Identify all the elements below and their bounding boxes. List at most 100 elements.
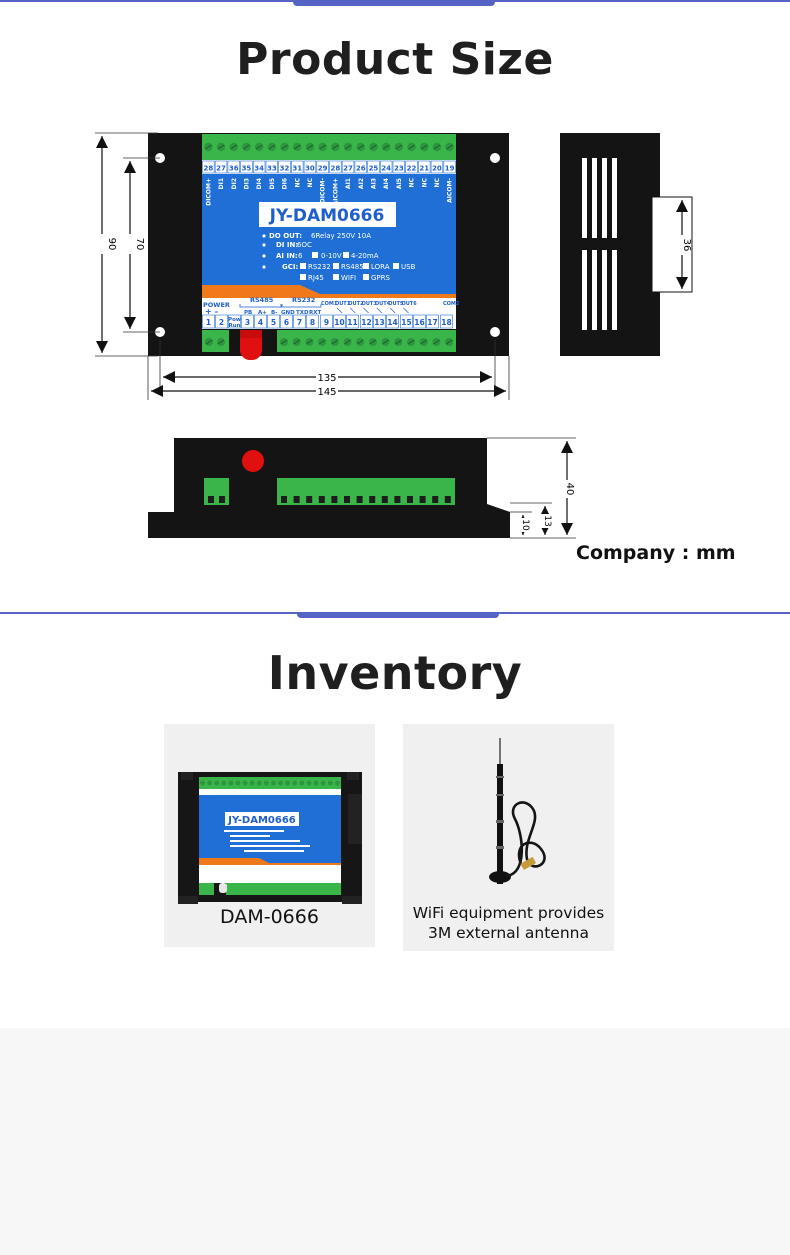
out-label: OUT4 — [375, 301, 391, 307]
antenna-photo — [489, 738, 546, 884]
bottom-view-terminal-power — [204, 478, 229, 505]
top-signal-label: AICOM- — [447, 177, 454, 202]
top-pin-number: 36 — [229, 165, 239, 173]
top-pin-number: 20 — [432, 165, 442, 173]
com2-label: COM2 — [443, 301, 460, 307]
orange-stripe — [202, 285, 456, 298]
device-caption: DAM-0666 — [220, 906, 319, 928]
power-label: POWER — [203, 301, 230, 309]
bottom-pin-number: 3 — [245, 318, 250, 327]
base-flange — [148, 512, 510, 538]
top-pin-number: 28 — [330, 165, 340, 173]
dim-depth-base: 13 — [542, 515, 552, 526]
bottom-pin-number: 6 — [284, 318, 289, 327]
bottom-view-antenna — [242, 450, 264, 472]
device-photo: JY-DAM0666 — [178, 772, 362, 904]
top-signal-label: DICOM+ — [205, 178, 212, 206]
bottom-terminal-main — [277, 330, 456, 352]
gci-option: USB — [401, 263, 416, 271]
antenna-rod — [497, 764, 503, 884]
antenna-caption: WiFi equipment provides 3M external ante… — [403, 903, 614, 943]
top-terminal-screws — [204, 142, 454, 152]
bottom-pin-number: 12 — [361, 318, 371, 327]
blue-panel — [202, 174, 456, 298]
rs485-label: RS485 — [250, 296, 274, 304]
top-pin-number: 27 — [216, 165, 226, 173]
top-signal-label: NC — [421, 177, 428, 187]
rs232-label: RS232 — [292, 296, 315, 304]
power-sign: + – — [205, 307, 219, 316]
bottom-pin-number: Run — [228, 323, 240, 329]
top-pin-strip — [202, 160, 456, 174]
bottom-pin-number: 10 — [334, 318, 344, 327]
top-signal-label: DI5 — [269, 178, 276, 189]
bottom-view-terminal-main — [277, 478, 455, 505]
antenna-caption-line1: WiFi equipment provides — [412, 904, 605, 922]
bottom-pin-number: 9 — [324, 318, 329, 327]
top-signal-label: NC — [307, 177, 314, 187]
top-pin-number: 21 — [419, 165, 429, 173]
dim-height-outer: 90 — [106, 238, 117, 251]
spec-gci-key: GCI: — [282, 263, 298, 271]
side-body — [560, 133, 660, 356]
spec-list: DO OUT: 6Relay 250V 10A DI IN: 6OC AI IN… — [262, 232, 416, 282]
bottom-pin-number: 17 — [427, 318, 437, 327]
gci-option: LORA — [371, 263, 390, 271]
top-pin-number: 35 — [242, 165, 252, 173]
spec-ai-val: 6 — [298, 252, 303, 260]
top-signal-label: NC — [294, 177, 301, 187]
com1-label: COM1 — [321, 301, 338, 307]
inventory-card-antenna: WiFi equipment provides 3M external ante… — [403, 724, 614, 951]
top-signal-label: DICOM- — [320, 178, 327, 204]
rs232-txd: TXD — [296, 310, 309, 316]
bottom-pin-number: 1 — [206, 318, 211, 327]
dim-side-width: 36 — [681, 239, 692, 252]
top-signal-label: DI2 — [231, 178, 238, 189]
lower-labels: POWER + – RS485 PB A+ B- RS232 GND TXD R… — [203, 296, 460, 316]
bottom-pin-number: 18 — [441, 318, 451, 327]
product-size-title: Product Size — [236, 34, 554, 85]
spec-do-val: 6Relay 250V 10A — [311, 232, 371, 240]
spec-ai-opt1: 0-10V — [321, 252, 342, 260]
bottom-pin-number: 8 — [310, 318, 315, 327]
bottom-pin-number: Pow — [228, 317, 241, 323]
top-pin-number: 19 — [445, 165, 455, 173]
bottom-view: 40 13 10 — [148, 437, 576, 539]
top-divider-tab — [293, 0, 495, 6]
antenna-cable — [505, 801, 546, 878]
top-pin-number: 28 — [203, 165, 213, 173]
model-label: JY-DAM0666 — [269, 206, 385, 226]
rs485-pb: PB — [244, 310, 252, 316]
top-pin-number: 23 — [394, 165, 404, 173]
out-label: OUT3 — [362, 301, 378, 307]
out-label: OUT2 — [348, 301, 364, 307]
inventory-divider-tab — [297, 612, 499, 618]
inventory-card-device: JY-DAM0666 DAM-0666 — [164, 724, 375, 947]
top-pin-number: 34 — [254, 165, 264, 173]
spec-ai-key: AI IN: — [276, 252, 298, 260]
bottom-pin-number: 13 — [374, 318, 384, 327]
inventory-title: Inventory — [267, 646, 523, 700]
top-signal-label: AI2 — [358, 178, 365, 189]
top-pin-number: 30 — [305, 165, 315, 173]
top-signal-label: DI3 — [243, 178, 250, 189]
out-label: OUT1 — [335, 301, 351, 307]
bottom-terminal-power — [202, 330, 229, 352]
spec-di-val: 6OC — [297, 241, 312, 249]
dim-height-inner: 70 — [134, 238, 145, 251]
top-pin-number: 32 — [280, 165, 290, 173]
dim-depth-total: 40 — [564, 483, 575, 496]
bottom-pin-number: 5 — [271, 318, 276, 327]
model-plate — [259, 202, 396, 227]
spec-ai-opt2: 4-20mA — [351, 252, 379, 260]
bottom-terminal-screws — [205, 338, 454, 346]
top-pin-number: 26 — [356, 165, 366, 173]
bottom-pin-number: 2 — [219, 318, 224, 327]
mount-hole — [490, 327, 500, 337]
spec-do-key: DO OUT: — [269, 232, 302, 240]
